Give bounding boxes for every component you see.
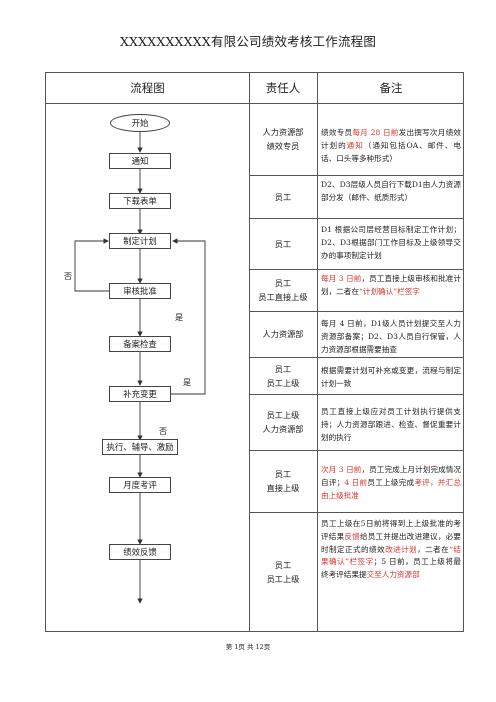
- download-form-step: 下载表单: [109, 193, 171, 209]
- note-cell: 绩效专员每月 28 日前发出撰写次月绩效计划的通知（通知包括OA、邮件、电话、口…: [321, 127, 461, 165]
- note-segment: 改进计划: [385, 544, 418, 554]
- note-segment: 员工直接上级应对员工计划执行提供支持；人力资源部跟进、检查、督促重要计划的执行: [321, 407, 461, 442]
- note-segment: 通知: [346, 140, 364, 150]
- note-segment: 交至人力资源部: [366, 570, 420, 580]
- note-segment: 4 日前: [344, 477, 368, 487]
- responsible-cell: 员工 员工直接上级: [258, 278, 308, 302]
- note-cell: 员工上级在5日前将得到上上级批准的考评结果反馈给员工并提出改进建议，必要时制定正…: [321, 518, 461, 582]
- note-segment: D2、D3层级人员自行下载D1由人力资源部分发（邮件、纸质形式）: [321, 180, 461, 202]
- note-cell: D2、D3层级人员自行下载D1由人力资源部分发（邮件、纸质形式）: [321, 179, 461, 205]
- label-yes: 是: [175, 313, 183, 322]
- note-segment: 根据需要计划可补充或变更，流程与制定计划一致: [321, 366, 461, 388]
- row-divider: [249, 218, 463, 219]
- note-cell: D1 根据公司层经营目标制定工作计划；D2、D3根据部门工作目标及上级领导交办的…: [321, 224, 461, 262]
- row-divider: [249, 512, 463, 513]
- review-approve-step: 审核批准: [109, 283, 171, 299]
- note-segment: 员工上级在5日前将得到上上级批准的考评结果: [321, 519, 461, 541]
- label-no: 否: [159, 427, 167, 436]
- label-no: 否: [64, 272, 72, 281]
- responsible-cell: 人力资源部: [262, 329, 304, 339]
- flow-table: 流程图 责任人 备注 人力资源部 绩效专员 员工 员工 员工 员工直接上级 人力…: [45, 72, 464, 632]
- performance-feedback-step: 绩效反馈: [109, 544, 171, 560]
- row-divider: [249, 357, 463, 358]
- note-cell: 根据需要计划可补充或变更，流程与制定计划一致: [321, 365, 461, 391]
- notify-step: 通知: [109, 153, 171, 169]
- responsible-cell: 人力资源部 绩效专员: [262, 127, 304, 151]
- execute-coach-step: 执行、辅导、激励: [102, 439, 178, 455]
- note-segment: D1 根据公司层经营目标制定工作计划；D2、D3根据部门工作目标及上级领导交办的…: [321, 225, 461, 260]
- note-cell: 次月 3 日前，员工完成上月计划完成情况自评；4 日前员工上级完成考评，并汇总由…: [321, 464, 461, 502]
- page-title: XXXXXXXXXX有限公司绩效考核工作流程图: [119, 34, 377, 49]
- note-segment: 绩效专员: [321, 128, 353, 137]
- label-yes: 是: [183, 378, 191, 387]
- responsible-cell: 员工 员工上级: [266, 363, 300, 388]
- note-segment: 每月 4 日前，D1级人员计划提交至人力资源部备案；D2、D3人员自行保管，人力…: [321, 319, 461, 354]
- note-segment: 反馈: [344, 531, 360, 541]
- note-segment: 次月 3 日前: [321, 465, 362, 474]
- header-notes: 备注: [379, 81, 403, 95]
- responsible-cell: 员工: [274, 191, 292, 202]
- monthly-review-step: 月度考评: [109, 477, 171, 493]
- note-cell: 员工直接上级应对员工计划执行提供支持；人力资源部跟进、检查、督促重要计划的执行: [321, 406, 461, 444]
- start-node: 开始: [110, 114, 170, 132]
- note-cell: 每月 4 日前，D1级人员计划提交至人力资源部备案；D2、D3人员自行保管，人力…: [321, 318, 461, 356]
- note-segment: 员工上级完成: [367, 477, 415, 487]
- header-flow: 流程图: [130, 81, 165, 95]
- responsible-cell: 员工上级 人力资源部: [262, 410, 304, 434]
- note-segment: ，二者在: [417, 544, 450, 554]
- row-divider: [249, 175, 463, 176]
- note-segment: ，员工直接上级审核和批准计划，二者在: [321, 274, 461, 296]
- header-divider: [46, 103, 463, 104]
- note-segment: 考评，并汇总由上级批准: [321, 477, 462, 500]
- archive-check-step: 备案检查: [109, 336, 171, 352]
- flow-connectors: [74, 132, 206, 604]
- page-footer: 第 1页 共 12页: [225, 643, 271, 651]
- responsible-cell: 员工 直接上级: [266, 469, 300, 493]
- row-divider: [249, 311, 463, 312]
- note-segment: ，员工完成上月计划完成情况自评；: [321, 465, 461, 487]
- note-segment: 发出撰写次月绩效计划的: [321, 128, 462, 150]
- column-divider: [249, 73, 250, 631]
- row-divider: [249, 450, 463, 451]
- note-segment: （通知包括OA、邮件、电话、口头等多种形式）: [321, 140, 461, 163]
- make-plan-step: 制定计划: [109, 233, 171, 249]
- note-segment: ；5 日前，员工上级将最终考评结果提: [321, 557, 461, 580]
- row-divider: [249, 269, 463, 270]
- note-segment: 每月 28 日前: [352, 128, 399, 137]
- row-divider: [249, 394, 463, 395]
- note-segment: 每月 3 日前: [321, 274, 362, 283]
- column-divider: [317, 73, 318, 631]
- supplement-change-step: 补充变更: [109, 386, 171, 402]
- responsible-cell: 员工: [274, 238, 292, 249]
- responsible-cell: 员工 员工上级: [266, 560, 300, 584]
- header-responsible: 责任人: [265, 81, 301, 95]
- note-cell: 每月 3 日前，员工直接上级审核和批准计划，二者在“计划确认”栏签字: [321, 273, 461, 299]
- note-segment: “结果确认”栏签字: [321, 544, 462, 567]
- note-segment: “计划确认”栏签字: [358, 286, 420, 296]
- note-segment: 给员工并提出改进建议，必要时制定正式的绩效: [321, 531, 462, 554]
